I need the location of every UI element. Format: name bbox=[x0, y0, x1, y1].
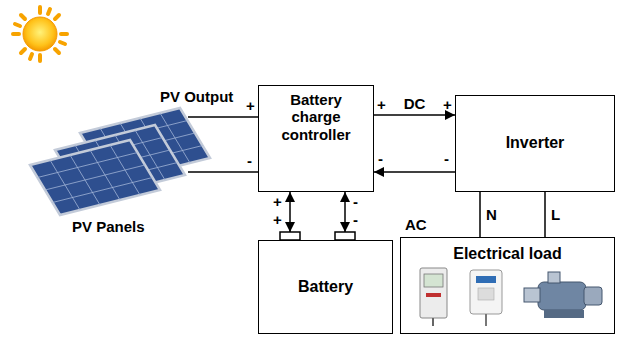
battery-terminals bbox=[280, 232, 355, 240]
wire-connector bbox=[289, 192, 291, 232]
pv-output-label: PV Output bbox=[160, 88, 233, 105]
box-title: Battery bbox=[298, 278, 353, 296]
polarity-sign: + bbox=[377, 96, 386, 113]
wire-connector bbox=[479, 192, 481, 237]
edge-label: DC bbox=[402, 95, 428, 112]
polarity-sign: + bbox=[273, 193, 282, 210]
edge-label: N bbox=[484, 206, 499, 223]
pv-panels-label: PV Panels bbox=[72, 218, 145, 235]
wire-connector bbox=[544, 192, 546, 237]
sun-icon bbox=[13, 7, 67, 61]
box-title: Inverter bbox=[506, 134, 565, 152]
polarity-sign: - bbox=[353, 193, 358, 210]
inverter-box: Inverter bbox=[455, 95, 615, 192]
polarity-sign: + bbox=[273, 211, 282, 228]
box-title: Battery charge controller bbox=[266, 91, 366, 143]
ac-label: AC bbox=[405, 216, 427, 233]
battery-box: Battery bbox=[258, 240, 393, 334]
polarity-sign: - bbox=[378, 150, 383, 167]
box-title: Electrical load bbox=[453, 245, 562, 263]
pv-wires bbox=[188, 117, 258, 172]
edge-label: L bbox=[549, 206, 562, 223]
polarity-sign: - bbox=[444, 150, 449, 167]
polarity-sign: - bbox=[247, 152, 252, 169]
pv-panels bbox=[30, 108, 210, 215]
load-box: Electrical load bbox=[400, 237, 615, 334]
polarity-sign: + bbox=[246, 97, 255, 114]
controller-box: Battery charge controller bbox=[258, 85, 374, 192]
wire-connector bbox=[374, 114, 455, 116]
load-icons bbox=[420, 268, 602, 326]
polarity-sign: + bbox=[443, 96, 452, 113]
wire-connector bbox=[374, 171, 455, 173]
polarity-sign: - bbox=[353, 211, 358, 228]
wire-connector bbox=[344, 192, 346, 232]
